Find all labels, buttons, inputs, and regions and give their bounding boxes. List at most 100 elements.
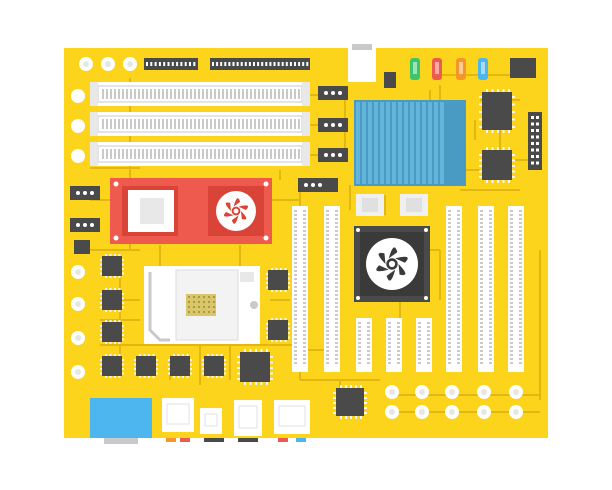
ram-contact <box>178 119 180 129</box>
pci-contact <box>489 342 492 344</box>
pci-contact <box>326 342 329 344</box>
capacitor-row-top <box>79 57 137 71</box>
pci-contact <box>388 354 391 356</box>
header-pin <box>531 135 534 139</box>
pci-contact <box>294 362 297 364</box>
ram-latch <box>302 112 310 136</box>
pci-contact <box>303 286 306 288</box>
capacitor-top <box>513 409 519 415</box>
pci-contact <box>448 254 451 256</box>
pci-contact <box>294 270 297 272</box>
pci-contact <box>480 258 483 260</box>
chip-pin <box>109 320 112 322</box>
header-pin <box>536 142 539 145</box>
chip-pin <box>237 372 240 375</box>
pci-contact <box>489 322 492 324</box>
chip-pin <box>275 318 278 320</box>
socket-pin <box>193 301 195 303</box>
pci-contact <box>480 334 483 336</box>
pci-contact <box>457 346 460 348</box>
header-pin <box>331 91 335 95</box>
chip-pin <box>512 103 515 106</box>
chip-pin <box>270 367 273 369</box>
port-indicator <box>238 438 258 442</box>
pci-contact <box>510 330 513 332</box>
pci-contact <box>510 346 513 348</box>
ram-contact <box>254 89 256 99</box>
chip-pin <box>100 329 102 332</box>
pci-contact <box>397 326 400 328</box>
pci-contact <box>303 346 306 348</box>
capacitor-top <box>389 409 395 415</box>
capacitor-icon <box>71 119 85 133</box>
pci-contact <box>480 294 483 296</box>
pci-contact <box>335 282 338 284</box>
pci-contact <box>489 358 492 360</box>
pci-contact <box>335 226 338 228</box>
cpu-socket <box>144 266 260 344</box>
pci-contact <box>326 258 329 260</box>
ram-contact <box>270 119 272 129</box>
pci-contact <box>294 242 297 244</box>
chip-pin <box>364 392 367 394</box>
usb-header-slot <box>413 62 417 74</box>
socket-pin <box>213 296 215 298</box>
pci-contact <box>303 278 306 280</box>
pci-contact <box>457 298 460 300</box>
pci-contact <box>427 358 430 360</box>
socket-pin <box>213 301 215 303</box>
pci-contact <box>457 226 460 228</box>
chip-pin <box>109 342 112 344</box>
chip-pin <box>266 382 268 385</box>
ram-contact <box>142 149 144 159</box>
socket-pin <box>208 306 210 308</box>
chip-pin <box>491 180 494 183</box>
pci-contact <box>480 230 483 232</box>
chip-pin <box>134 359 136 361</box>
chip-pin <box>249 349 252 352</box>
header-pin <box>76 223 80 227</box>
chip-pin <box>202 372 204 375</box>
pci-contact <box>489 306 492 308</box>
ram-contact <box>150 89 152 99</box>
ic-chip <box>102 290 122 310</box>
pci-contact <box>448 282 451 284</box>
pci-contact <box>326 290 329 292</box>
chip-pin <box>260 382 263 385</box>
pci-contact <box>335 286 338 288</box>
ram-contact <box>282 89 284 99</box>
pci-contact <box>448 210 451 212</box>
pci-contact <box>335 218 338 220</box>
pci-contact <box>457 342 460 344</box>
ram-contact <box>122 119 124 129</box>
header-pin <box>167 62 170 66</box>
pci-contact <box>510 318 513 320</box>
chip-pin <box>207 354 209 356</box>
chip-pin <box>100 368 102 370</box>
header-pin <box>236 62 239 66</box>
chip-pin <box>114 288 116 290</box>
pci-contact <box>510 266 513 268</box>
pci-contact <box>510 218 513 220</box>
chip-pin <box>114 320 116 322</box>
ram-contact <box>286 149 288 159</box>
pci-contact <box>358 358 361 360</box>
chip-pin <box>100 263 102 266</box>
pci-contact <box>358 338 361 340</box>
chip-pin <box>143 376 146 378</box>
pci-contact <box>510 262 513 264</box>
pci-contact <box>335 290 338 292</box>
pci-contact <box>335 314 338 316</box>
ram-contact <box>270 149 272 159</box>
ram-contact <box>118 119 120 129</box>
chip-pin <box>288 277 290 280</box>
ram-contact <box>138 119 140 129</box>
ram-contact <box>194 119 196 129</box>
pci-contact <box>303 334 306 336</box>
pci-contact <box>326 350 329 352</box>
pci-contact <box>448 234 451 236</box>
pci-contact <box>457 326 460 328</box>
ram-contact <box>174 119 176 129</box>
ram-contact <box>202 119 204 129</box>
